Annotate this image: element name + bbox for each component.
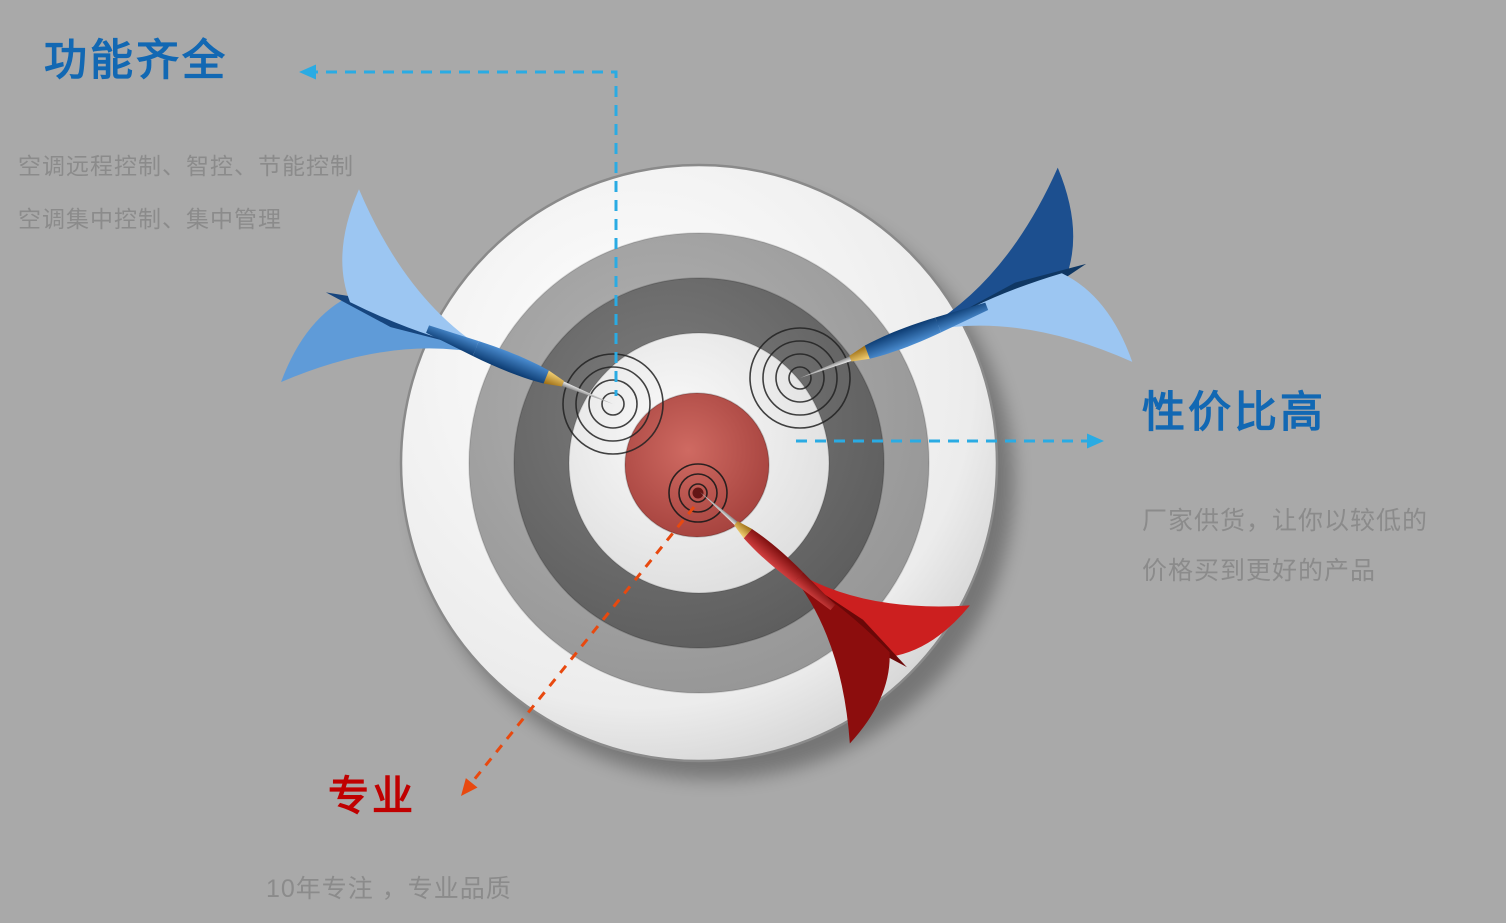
- desc-line: 空调集中控制、集中管理: [18, 206, 282, 232]
- dart-flight: [342, 189, 486, 351]
- feature-title-high-value: 性价比高: [1142, 389, 1326, 437]
- dart-blue-left: [281, 189, 613, 404]
- dart-needle: [800, 356, 852, 378]
- board-bullseye: [624, 392, 770, 538]
- leader-line-professional: [461, 506, 696, 796]
- bullseye-hit-dot: [692, 487, 704, 499]
- dart-needle: [561, 381, 613, 404]
- dart-flight: [929, 273, 1133, 362]
- impact-ripples-left: [562, 353, 664, 455]
- feature-desc-professional: 10年专注 ，专业品质: [266, 872, 512, 906]
- dart-collar: [734, 521, 752, 539]
- feature-title-full-features: 功能齐全: [44, 37, 228, 85]
- arrowhead-downleft-icon: [461, 778, 478, 796]
- dart-collar: [543, 370, 565, 387]
- arrowhead-left-icon: [299, 64, 316, 80]
- impact-ripples-center: [668, 463, 728, 523]
- desc-line: 厂家供货，让你以较低的: [1142, 507, 1429, 535]
- feature-title-professional: 专业: [328, 773, 416, 819]
- leader-line-full-features: [299, 64, 618, 396]
- arrowhead-right-icon: [1087, 433, 1104, 449]
- dart-barrel: [743, 528, 803, 583]
- desc-line: 10年专注 ，专业品质: [266, 875, 512, 903]
- dart-needle: [700, 492, 738, 525]
- dartboard: [399, 163, 999, 763]
- dart-collar: [849, 345, 870, 362]
- dart-shaft: [426, 325, 479, 356]
- desc-line: 价格买到更好的产品: [1142, 557, 1377, 585]
- dart-red-center: [700, 492, 970, 744]
- dart-barrel: [864, 317, 942, 359]
- dart-shaft: [793, 572, 836, 611]
- feature-desc-high-value: 厂家供货，让你以较低的 价格买到更好的产品: [1142, 496, 1428, 596]
- feature-desc-full-features: 空调远程控制、智控、节能控制 空调集中控制、集中管理: [18, 140, 354, 246]
- dart-flight: [792, 570, 970, 658]
- dart-flight: [790, 573, 890, 744]
- impact-ripples-right: [749, 327, 851, 429]
- dart-barrel: [472, 341, 549, 384]
- leader-line-high-value: [796, 433, 1104, 449]
- dart-flight: [281, 294, 485, 383]
- desc-line: 空调远程控制、智控、节能控制: [18, 153, 354, 179]
- dart-blue-right: [800, 167, 1133, 378]
- dart-shaft: [935, 302, 989, 333]
